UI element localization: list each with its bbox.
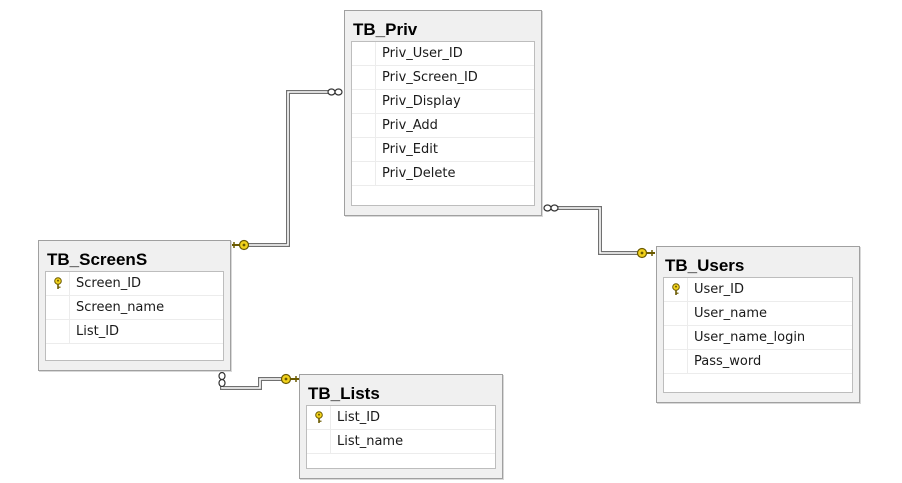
column-list: Priv_User_ID Priv_Screen_ID Priv_Display… [351, 41, 535, 206]
row-selector [352, 114, 376, 137]
infinity-endpoint-icon [218, 371, 226, 388]
table-tb-priv[interactable]: TB_Priv Priv_User_ID Priv_Screen_ID Priv… [344, 10, 542, 216]
column-row[interactable]: User_name [664, 302, 852, 326]
column-name: User_ID [694, 282, 744, 297]
column-name: Priv_Screen_ID [382, 70, 478, 85]
column-name: Screen_ID [76, 276, 142, 291]
column-row[interactable]: Priv_Add [352, 114, 534, 138]
column-name: User_name [694, 306, 767, 321]
column-row[interactable]: Priv_Screen_ID [352, 66, 534, 90]
table-title: TB_Lists [308, 384, 380, 403]
table-title: TB_Priv [353, 20, 418, 39]
column-row[interactable]: User_ID [664, 278, 852, 302]
table-title: TB_Users [665, 256, 745, 275]
table-tb-lists[interactable]: TB_Lists List_ID List_name [299, 374, 503, 479]
column-row[interactable]: List_name [307, 430, 495, 454]
relationship-lists-screens[interactable] [218, 371, 299, 390]
column-name: Priv_User_ID [382, 46, 463, 61]
column-name: User_name_login [694, 330, 806, 345]
column-list: User_ID User_name User_name_login Pass_w… [663, 277, 853, 393]
key-endpoint-icon [232, 239, 250, 251]
row-selector [352, 66, 376, 89]
column-row[interactable]: Priv_Display [352, 90, 534, 114]
column-list: Screen_ID Screen_name List_ID [45, 271, 224, 361]
column-name: Pass_word [694, 354, 762, 369]
row-selector [46, 320, 70, 343]
column-name: Priv_Display [382, 94, 461, 109]
column-name: Priv_Delete [382, 166, 456, 181]
column-row[interactable]: User_name_login [664, 326, 852, 350]
column-row[interactable]: Priv_Delete [352, 162, 534, 186]
infinity-endpoint-icon [327, 88, 343, 96]
relationship-screens-priv[interactable] [232, 88, 343, 251]
column-name: Priv_Edit [382, 142, 438, 157]
column-row[interactable]: List_ID [46, 320, 223, 344]
row-selector [352, 42, 376, 65]
row-selector [307, 406, 331, 429]
row-selector [352, 162, 376, 185]
row-selector [664, 350, 688, 373]
table-tb-users[interactable]: TB_Users User_ID User_name User_name_log… [656, 246, 860, 403]
table-tb-screens[interactable]: TB_ScreenS Screen_ID Screen_name List_ID [38, 240, 231, 371]
key-endpoint-icon [280, 373, 299, 385]
key-endpoint-icon [636, 247, 655, 259]
column-row[interactable]: Pass_word [664, 350, 852, 374]
primary-key-icon [671, 283, 681, 296]
column-name: Screen_name [76, 300, 165, 315]
row-selector [664, 278, 688, 301]
row-selector [307, 430, 331, 453]
primary-key-icon [53, 277, 63, 290]
column-row[interactable]: List_ID [307, 406, 495, 430]
column-row[interactable]: Screen_ID [46, 272, 223, 296]
relationship-users-priv[interactable] [543, 204, 655, 259]
table-title: TB_ScreenS [47, 250, 148, 269]
infinity-endpoint-icon [543, 204, 559, 212]
column-name: List_name [337, 434, 404, 449]
column-row[interactable]: Screen_name [46, 296, 223, 320]
column-name: List_ID [76, 324, 120, 339]
column-name: Priv_Add [382, 118, 438, 133]
row-selector [46, 296, 70, 319]
column-name: List_ID [337, 410, 381, 425]
row-selector [352, 90, 376, 113]
row-selector [46, 272, 70, 295]
column-row[interactable]: Priv_Edit [352, 138, 534, 162]
row-selector [664, 326, 688, 349]
row-selector [352, 138, 376, 161]
column-row[interactable]: Priv_User_ID [352, 42, 534, 66]
column-list: List_ID List_name [306, 405, 496, 469]
primary-key-icon [314, 411, 324, 424]
row-selector [664, 302, 688, 325]
